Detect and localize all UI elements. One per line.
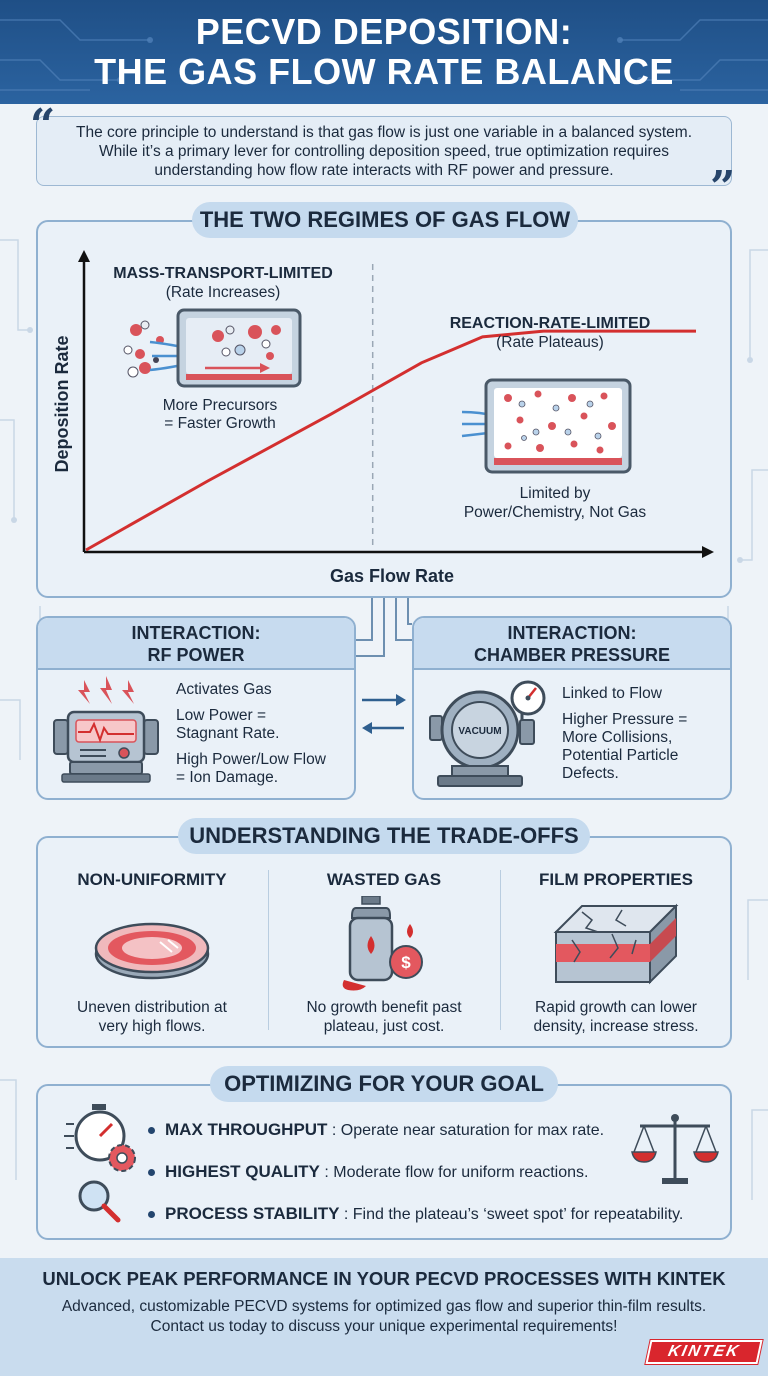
pressure-line-5: Defects. xyxy=(562,765,619,782)
tradeoff-title-wasted-gas: WASTED GAS xyxy=(326,870,442,889)
balance-scale-icon xyxy=(631,1114,719,1184)
tradeoff-desc-film-properties-2: density, increase stress. xyxy=(533,1018,699,1035)
title-line-1: PECVD DEPOSITION: xyxy=(195,11,573,52)
reaction-rate-note-2: Power/Chemistry, Not Gas xyxy=(463,504,647,521)
pressure-line-1: Linked to Flow xyxy=(562,685,662,702)
quote-line-3: understanding how flow rate interacts wi… xyxy=(154,162,614,179)
quote-line-2: While it’s a primary lever for controlli… xyxy=(98,143,670,160)
mass-transport-subtitle: (Rate Increases) xyxy=(165,284,281,301)
bullet-icon xyxy=(148,1211,155,1219)
intro-quote: The core principle to understand is that… xyxy=(36,116,732,186)
tradeoff-divider-1 xyxy=(268,870,269,1030)
header-circuit-decoration xyxy=(0,19,768,91)
tradeoff-title-film-properties: FILM PROPERTIES xyxy=(539,870,693,889)
goal-desc: : Operate near saturation for max rate. xyxy=(327,1122,605,1139)
pressure-line-4: Potential Particle xyxy=(562,747,679,764)
speed-gear-magnifier-icon xyxy=(64,1104,136,1223)
tradeoff-desc-wasted-gas-1: No growth benefit past xyxy=(306,999,462,1016)
bullet-icon xyxy=(148,1127,155,1135)
footer-title: UNLOCK PEAK PERFORMANCE IN YOUR PECVD PR… xyxy=(42,1268,726,1289)
gear-icon xyxy=(108,1144,136,1172)
rf-power-title-line-1: INTERACTION: xyxy=(131,623,261,643)
vacuum-pump-icon: VACUUM xyxy=(429,680,546,787)
pressure-title-line-2: CHAMBER PRESSURE xyxy=(473,645,671,665)
mass-transport-note-1: More Precursors xyxy=(162,397,278,414)
close-quote-icon: ” xyxy=(710,162,736,213)
title-line-2: THE GAS FLOW RATE BALANCE xyxy=(94,51,674,92)
kintek-logo[interactable]: KINTEK xyxy=(645,1340,763,1364)
goal-key: MAX THROUGHPUT xyxy=(165,1120,328,1139)
footer-line-1: Advanced, customizable PECVD systems for… xyxy=(61,1298,707,1315)
goal-max-throughput: MAX THROUGHPUT : Operate near saturation… xyxy=(148,1120,604,1141)
rf-power-line-5: = Ion Damage. xyxy=(176,769,279,786)
pressure-title-line-1: INTERACTION: xyxy=(507,623,637,643)
wafer-disc-icon xyxy=(94,922,210,980)
goal-process-stability: PROCESS STABILITY : Find the plateau’s ‘… xyxy=(148,1204,683,1225)
mass-transport-title: MASS-TRANSPORT-LIMITED xyxy=(113,265,333,282)
rf-generator-icon xyxy=(53,676,159,783)
goal-key: PROCESS STABILITY xyxy=(165,1204,340,1223)
pressure-line-2: Higher Pressure = xyxy=(562,711,688,728)
cracked-film-block-icon xyxy=(553,903,679,985)
rf-power-title-line-2: RF POWER xyxy=(147,645,245,665)
reaction-rate-title: REACTION-RATE-LIMITED xyxy=(449,315,651,332)
bullet-icon xyxy=(148,1169,155,1177)
tradeoff-desc-non-uniformity-1: Uneven distribution at xyxy=(77,999,227,1016)
magnifier-icon xyxy=(78,1180,121,1223)
goal-desc: : Find the plateau’s ‘sweet spot’ for re… xyxy=(339,1206,684,1223)
goal-key: HIGHEST QUALITY xyxy=(165,1162,320,1181)
tradeoff-divider-2 xyxy=(500,870,501,1030)
reaction-rate-note-1: Limited by xyxy=(519,485,591,502)
quote-line-1: The core principle to understand is that… xyxy=(75,124,693,141)
cost-icon-symbol: $ xyxy=(401,953,411,972)
goals-title: OPTIMIZING FOR YOUR GOAL xyxy=(210,1066,558,1102)
goal-desc: : Moderate flow for uniform reactions. xyxy=(319,1164,589,1181)
tradeoffs-title: UNDERSTANDING THE TRADE-OFFS xyxy=(178,818,590,854)
tradeoff-desc-film-properties-1: Rapid growth can lower xyxy=(535,999,697,1016)
mass-transport-note-2: = Faster Growth xyxy=(164,415,276,432)
goal-highest-quality: HIGHEST QUALITY : Moderate flow for unif… xyxy=(148,1162,588,1183)
open-quote-icon: “ xyxy=(30,100,56,151)
rf-power-header: INTERACTION: RF POWER xyxy=(38,618,354,670)
pressure-line-3: More Collisions, xyxy=(562,729,673,746)
tradeoff-desc-wasted-gas-2: plateau, just cost. xyxy=(323,1018,445,1035)
tradeoff-title-non-uniformity: NON-UNIFORMITY xyxy=(77,870,227,889)
tradeoff-desc-non-uniformity-2: very high flows. xyxy=(98,1018,206,1035)
rf-power-line-2: Low Power = xyxy=(176,707,267,724)
rf-power-line-3: Stagnant Rate. xyxy=(176,725,280,742)
reaction-rate-subtitle: (Rate Plateaus) xyxy=(496,334,604,351)
gas-cylinder-cost-icon: $ xyxy=(342,896,423,991)
rf-power-line-4: High Power/Low Flow xyxy=(176,751,326,768)
page-title: PECVD DEPOSITION: THE GAS FLOW RATE BALA… xyxy=(0,12,768,92)
header-banner: PECVD DEPOSITION: THE GAS FLOW RATE BALA… xyxy=(0,0,768,104)
chamber-pressure-header: INTERACTION: CHAMBER PRESSURE xyxy=(414,618,730,670)
rf-power-line-1: Activates Gas xyxy=(176,681,272,698)
footer-cta: UNLOCK PEAK PERFORMANCE IN YOUR PECVD PR… xyxy=(0,1258,768,1376)
regimes-title: THE TWO REGIMES OF GAS FLOW xyxy=(192,202,578,238)
vacuum-gauge-label: VACUUM xyxy=(458,726,501,737)
footer-line-2: Contact us today to discuss your unique … xyxy=(150,1318,618,1335)
stopwatch-icon xyxy=(64,1104,126,1162)
